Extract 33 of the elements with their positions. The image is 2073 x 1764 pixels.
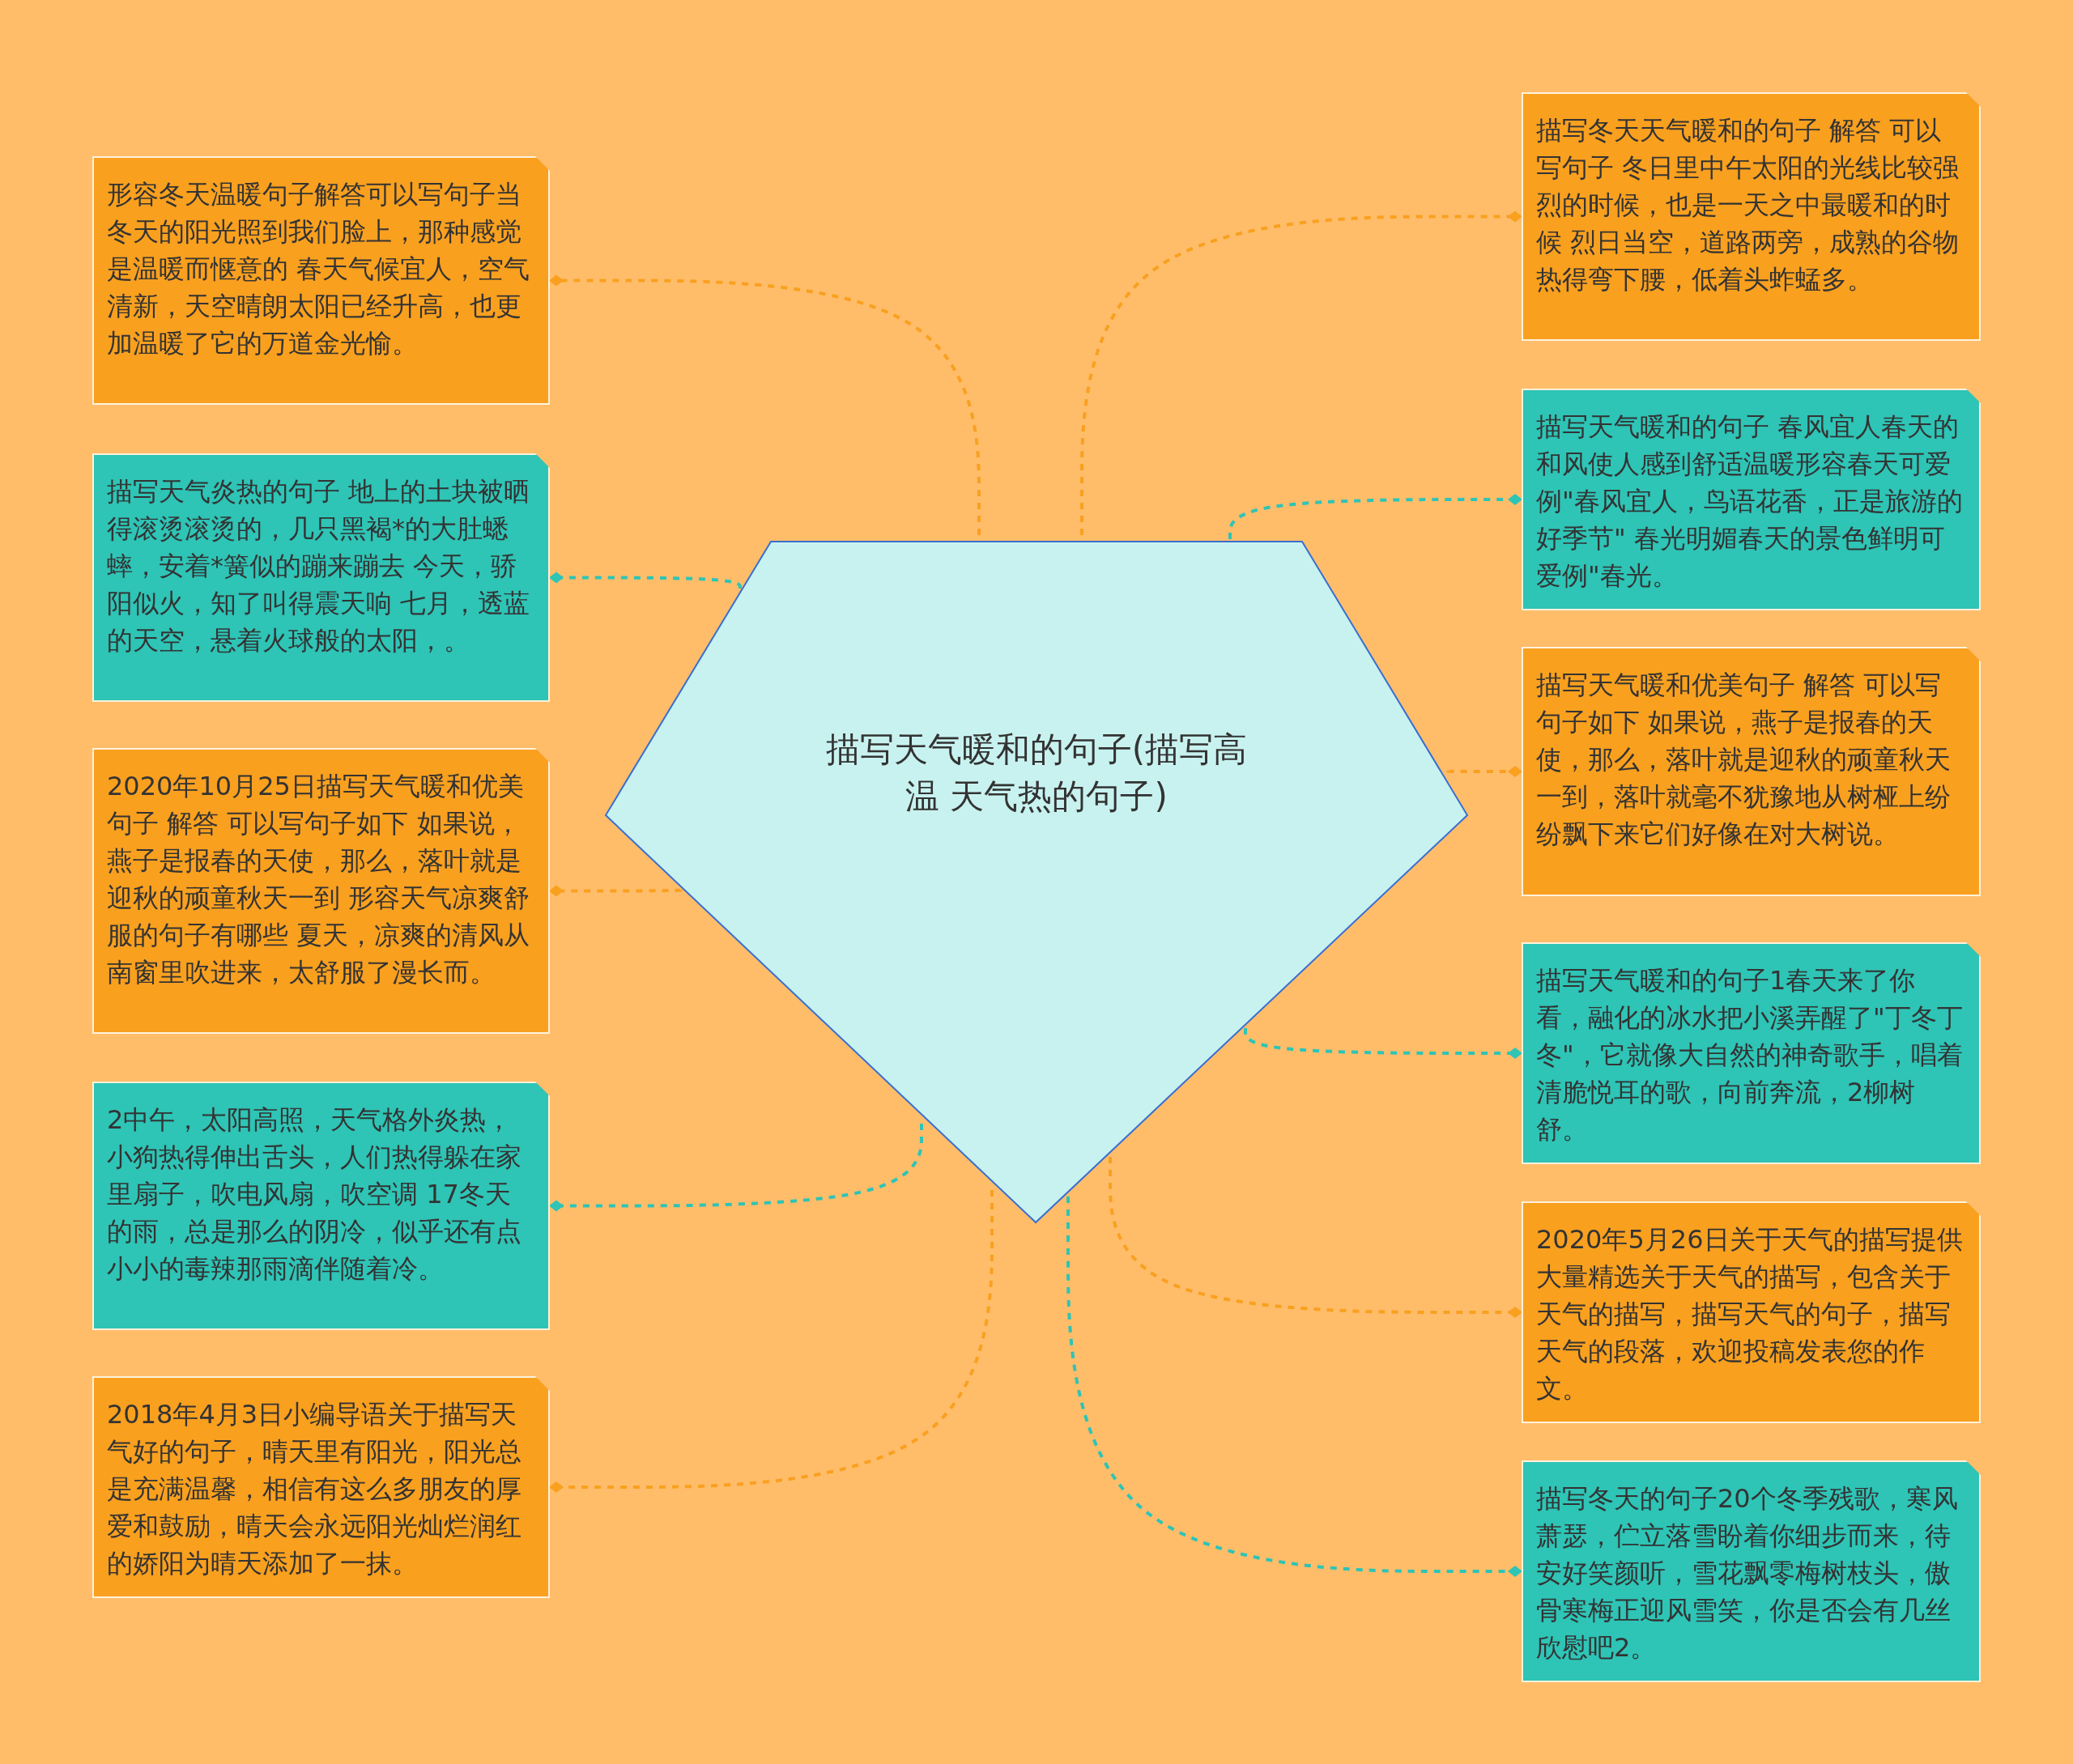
text-card bbox=[1522, 1201, 1981, 1423]
text-card bbox=[1522, 389, 1981, 610]
text-card bbox=[1522, 92, 1981, 341]
connector bbox=[549, 274, 981, 535]
card-text: 2018年4月3日小编导语关于描写天气好的句子，晴天里有阳光，阳光总是充满温馨，相信有这么多朋友的厚爱和鼓励，晴天会永远阳光灿烂润红的娇阳为晴天添加了一抹。 bbox=[107, 1398, 522, 1580]
text-card bbox=[1522, 1460, 1981, 1682]
card-text: 描写冬天的句子20个冬季残歌，寒风萧瑟，伫立落雪盼着你细步而来，待安好笑颜听，雪花飘零梅树枝头，傲骨寒梅正迎风雪笑，你是否会有几丝欣慰吧2。 bbox=[1536, 1482, 1959, 1664]
text-card bbox=[92, 1082, 550, 1330]
card-text: 描写冬天天气暖和的句子 解答 可以写句子 冬日里中午太阳的光线比较强烈的时候，也是一天之中最暖和的时候 烈日当空，道路两旁，成熟的谷物热得弯下腰，低着头蚱蜢多。 bbox=[1536, 114, 1960, 296]
card-text: 2020年5月26日关于天气的描写提供大量精选关于天气的描写，包含关于天气的描写，描写天气的句子，描写天气的段落，欢迎投稿发表您的作文。 bbox=[1536, 1223, 1964, 1405]
card-text: 2020年10月25日描写天气暖和优美句子 解答 可以写句子如下 如果说，燕子是报春的天使，那么，落叶就是迎秋的顽童秋天一到 形容天气凉爽舒服的句子有哪些 夏天，凉爽的清风从南窗里吹进来，太舒服了漫长而。 bbox=[107, 770, 531, 989]
text-card bbox=[92, 1376, 550, 1598]
connector bbox=[549, 885, 683, 897]
central-topic: 描写天气暖和的句子(描写高温 天气热的句子) bbox=[824, 729, 1249, 818]
connector bbox=[1109, 1157, 1522, 1318]
text-card bbox=[92, 748, 550, 1034]
card-text: 形容冬天温暖句子解答可以写句子当冬天的阳光照到我们脸上，那种感觉是温暖而惬意的 春天气候宜人，空气清新，天空晴朗太阳已经升高，也更加温暖了它的万道金光愉。 bbox=[107, 178, 531, 360]
card-text: 描写天气暖和的句子 春风宜人春天的和风使人感到舒适温暖形容春天可爱例"春风宜人，鸟语花香，正是旅游的好季节" 春光明媚春天的景色鲜明可爱例"春光。 bbox=[1536, 410, 1964, 593]
text-card bbox=[92, 453, 550, 702]
text-card bbox=[92, 156, 550, 405]
connector bbox=[549, 1190, 994, 1493]
card-text: 描写天气暖和优美句子 解答 可以写句子如下 如果说，燕子是报春的天使，那么，落叶就是迎秋的顽童秋天一到，落叶就毫不犹豫地从树桠上纷纷飘下来它们好像在对大树说。 bbox=[1536, 669, 1952, 851]
text-card bbox=[1522, 647, 1981, 896]
connector bbox=[1446, 766, 1522, 777]
connector bbox=[1066, 1197, 1522, 1577]
card-text: 2中午，太阳高照，天气格外炎热，小狗热得伸出舌头，人们热得躲在家里扇子，吹电风扇，吹空调 17冬天的雨，总是那么的阴冷，似乎还有点小小的毒辣那雨滴伴随着冷。 bbox=[107, 1103, 522, 1286]
text-card bbox=[1522, 942, 1981, 1164]
connector bbox=[1080, 210, 1522, 535]
connector bbox=[549, 572, 742, 589]
card-text: 描写天气炎热的句子 地上的土块被晒得滚烫滚烫的，几只黑褐*的大肚蟋蟀，安着*簧似的蹦来蹦去 今天，骄阳似火，知了叫得震天响 七月，透蓝的天空，悬着火球般的太阳，。 bbox=[107, 475, 531, 657]
connector bbox=[549, 1124, 923, 1212]
connector bbox=[1228, 494, 1522, 539]
card-text: 描写天气暖和的句子1春天来了你看，融化的冰水把小溪弄醒了"丁冬丁冬"，它就像大自然的神奇歌手，唱着清脆悦耳的歌，向前奔流，2柳树舒。 bbox=[1536, 964, 1964, 1146]
